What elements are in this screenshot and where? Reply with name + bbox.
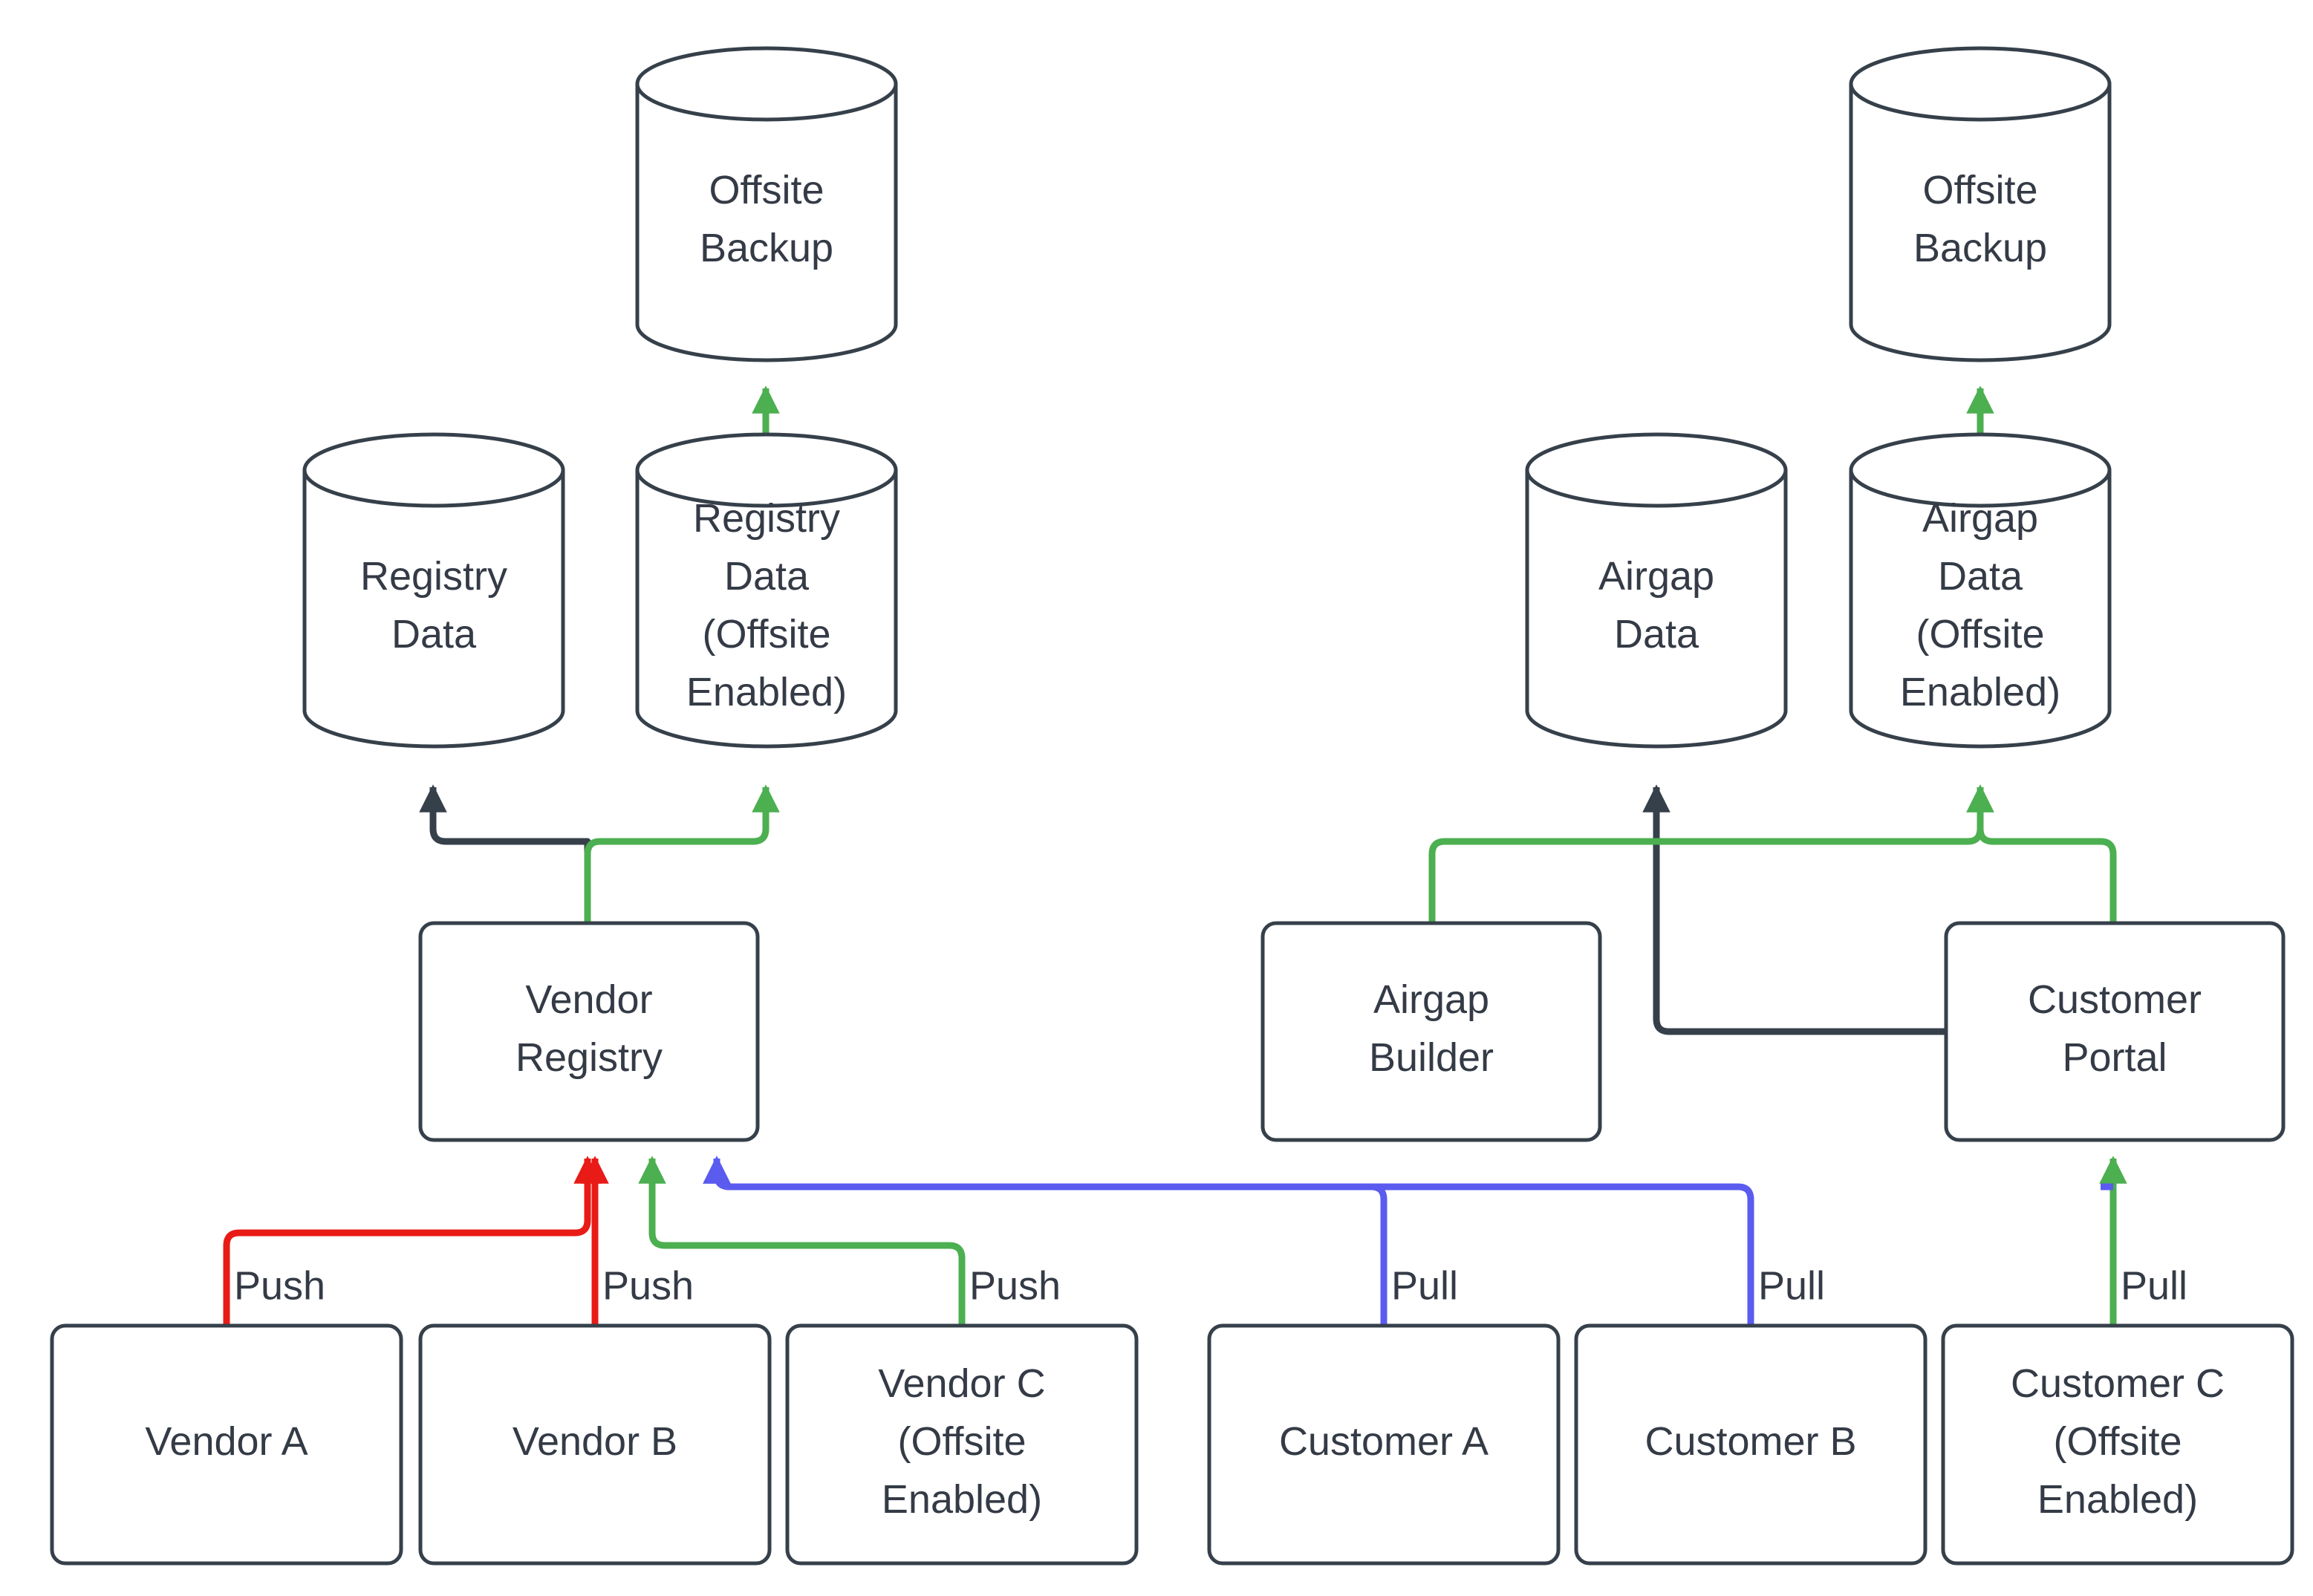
edge-label-edge-customera-pull: Pull	[1391, 1263, 1458, 1308]
node-box	[1207, 1323, 1561, 1566]
cylinder-body	[635, 82, 898, 362]
edge-customerb-pull	[703, 1156, 1754, 1326]
edge-customerportal-to-airgapdata	[1642, 784, 1946, 1035]
cylinder-top	[302, 432, 565, 508]
edge-vendorregistry-to-registrydata	[419, 784, 591, 923]
edge-label-edge-customerc-pull: Pull	[2121, 1263, 2187, 1308]
node-customer-a[interactable]: Customer A	[1207, 1323, 1561, 1566]
edge-vendorregistry-to-registryoffsite	[584, 784, 780, 923]
edge-vendora-push	[223, 1156, 602, 1326]
cylinder-top	[635, 432, 898, 508]
node-box	[1574, 1323, 1928, 1566]
node-box	[418, 921, 760, 1142]
node-label-customer-b: Customer B	[1645, 1419, 1856, 1464]
edge-layer	[223, 385, 2127, 1326]
node-label-vendor-b: Vendor B	[513, 1419, 677, 1464]
edge-label-edge-vendorb-push: Push	[602, 1263, 694, 1308]
cylinder-body	[1525, 468, 1788, 749]
edge-label-edge-vendorc-push: Push	[969, 1263, 1061, 1308]
edge-label-layer: Push Push Push Pull Pull Pull	[234, 1263, 2187, 1308]
cylinder-top	[635, 46, 898, 122]
node-box	[418, 1323, 772, 1566]
node-box	[1941, 1323, 2294, 1566]
node-box	[785, 1323, 1139, 1566]
cylinder-body	[1849, 468, 2112, 749]
node-box	[50, 1323, 403, 1566]
cylinder-top	[1849, 46, 2112, 122]
node-box	[1260, 921, 1602, 1142]
edge-airgapbuilder-to-airgapoffsite	[1428, 784, 1994, 923]
edge-customerportal-to-airgapoffsite	[1966, 784, 2117, 923]
node-label-customer-a: Customer A	[1279, 1419, 1489, 1464]
node-vendor-b[interactable]: Vendor B	[418, 1323, 772, 1566]
edge-label-edge-vendora-push: Push	[234, 1263, 325, 1308]
node-vendor-a[interactable]: Vendor A	[50, 1323, 403, 1566]
cylinder-top	[1849, 432, 2112, 508]
edge-label-edge-customerb-pull: Pull	[1758, 1263, 1825, 1308]
cylinder-body	[302, 468, 565, 749]
cylinder-body	[1849, 82, 2112, 362]
edge-vendorc-push	[638, 1156, 966, 1326]
cylinder-body	[635, 468, 898, 749]
node-label-vendor-a: Vendor A	[145, 1419, 308, 1464]
node-customer-b[interactable]: Customer B	[1574, 1323, 1928, 1566]
node-box	[1944, 921, 2286, 1142]
cylinder-top	[1525, 432, 1788, 508]
